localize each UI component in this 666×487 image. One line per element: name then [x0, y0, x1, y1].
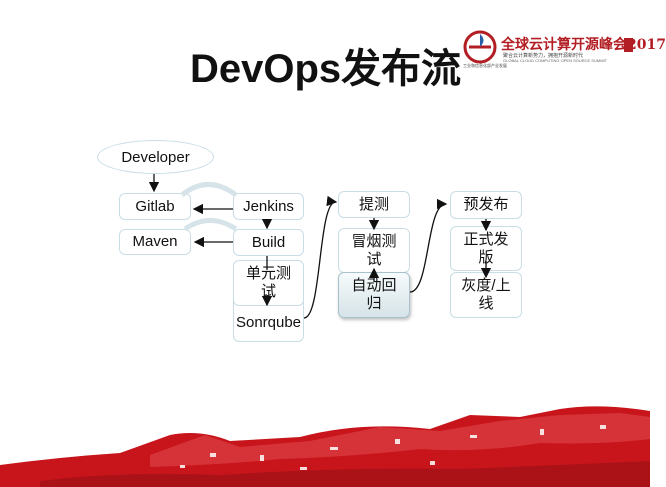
summit-logo: 工业和信息化部产业发展 全球云计算开源峰会2017 聚合云计算新势力，拥抱开源新… — [463, 30, 666, 70]
curve-gitlab-jenkins — [180, 182, 238, 198]
node-jenkins: Jenkins — [233, 193, 304, 220]
summit-e-icon — [463, 30, 497, 64]
node-gitlab: Gitlab — [119, 193, 191, 220]
node-submit-test: 提测 — [338, 191, 410, 218]
node-gray-online: 灰度/上线 — [450, 272, 522, 318]
arrow-regression-prerelease — [409, 198, 448, 293]
node-build: Build — [233, 229, 304, 256]
node-pre-release: 预发布 — [450, 191, 522, 219]
arrow-sonarqube-submit-test — [303, 195, 338, 319]
node-maven: Maven — [119, 229, 191, 255]
curve-maven-build — [183, 218, 238, 232]
page-title: DevOps发布流 — [190, 47, 462, 91]
flow-arrows — [148, 174, 492, 319]
red-brush-decoration — [0, 406, 650, 487]
node-smoke-test: 冒烟测试 — [338, 228, 410, 273]
logo-tag — [624, 38, 633, 52]
logo-caption: 工业和信息化部产业发展 — [463, 63, 507, 68]
node-developer: Developer — [97, 140, 214, 174]
logo-english-subtitle: GLOBAL CLOUD COMPUTING OPEN SOURCE SUMMI… — [503, 58, 608, 63]
logo-subtitle: 聚合云计算新势力，拥抱开源新时代 — [503, 53, 584, 59]
